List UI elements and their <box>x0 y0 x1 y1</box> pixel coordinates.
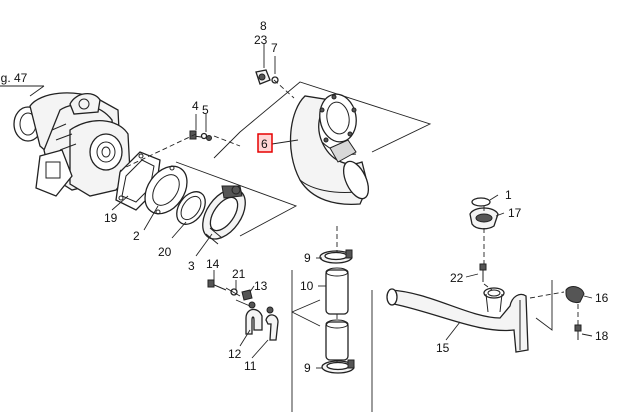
nut-13 <box>241 289 253 301</box>
callout-12[interactable]: 12 <box>228 347 242 361</box>
hose-clamp-9-bottom <box>321 359 355 374</box>
callout-15[interactable]: 15 <box>436 341 450 355</box>
callout-9-bottom[interactable]: 9 <box>304 361 311 375</box>
callout-9-top[interactable]: 9 <box>304 251 311 265</box>
bracket-12 <box>245 308 263 335</box>
elbow-pipe-6 <box>289 93 370 206</box>
ring-20 <box>176 191 206 225</box>
plug-16 <box>565 286 585 303</box>
figure-reference[interactable]: ig. 47 <box>0 71 45 97</box>
turbocharger <box>13 92 135 197</box>
hose-10 <box>325 267 349 361</box>
outlet-pipe-15 <box>386 287 529 353</box>
clamp-3 <box>202 185 246 245</box>
bracket-11 <box>265 314 279 341</box>
hose-clamp-9-top <box>319 249 353 264</box>
callout-17[interactable]: 17 <box>508 206 522 220</box>
callout-18[interactable]: 18 <box>595 329 609 343</box>
figure-reference-label: ig. 47 <box>0 71 28 85</box>
bolt-22 <box>479 263 487 282</box>
callout-2[interactable]: 2 <box>133 229 140 243</box>
nut-23-washer-7 <box>255 69 279 85</box>
callout-16[interactable]: 16 <box>595 291 609 305</box>
bolt-18 <box>574 324 582 340</box>
callout-14[interactable]: 14 <box>206 257 220 271</box>
callout-5[interactable]: 5 <box>202 103 209 117</box>
bolt-14 <box>207 279 227 291</box>
callout-7[interactable]: 7 <box>271 41 278 55</box>
small-bolts <box>248 301 274 314</box>
leader-lines <box>111 44 593 369</box>
callout-11[interactable]: 11 <box>244 359 257 373</box>
callout-6: 6 <box>261 137 268 151</box>
assembly-lines <box>123 79 579 412</box>
callout-1[interactable]: 1 <box>505 188 512 202</box>
callout-4[interactable]: 4 <box>192 99 199 113</box>
cap-17 <box>469 207 499 230</box>
callout-20[interactable]: 20 <box>158 245 172 259</box>
callout-10[interactable]: 10 <box>300 279 314 293</box>
callout-19[interactable]: 19 <box>104 211 118 225</box>
o-ring-1 <box>471 197 491 207</box>
callout-22[interactable]: 22 <box>450 271 464 285</box>
callout-13[interactable]: 13 <box>254 279 268 293</box>
highlight-box <box>257 133 273 153</box>
callout-labels: 1 2 3 4 5 6 7 8 9 10 11 12 13 14 15 16 1… <box>104 19 609 375</box>
callout-21[interactable]: 21 <box>232 267 246 281</box>
flange-2 <box>144 165 188 215</box>
callout-23[interactable]: 23 <box>254 33 268 47</box>
callout-6-highlight[interactable]: 6 <box>257 133 273 153</box>
callout-8[interactable]: 8 <box>260 19 267 33</box>
callout-3[interactable]: 3 <box>188 259 195 273</box>
